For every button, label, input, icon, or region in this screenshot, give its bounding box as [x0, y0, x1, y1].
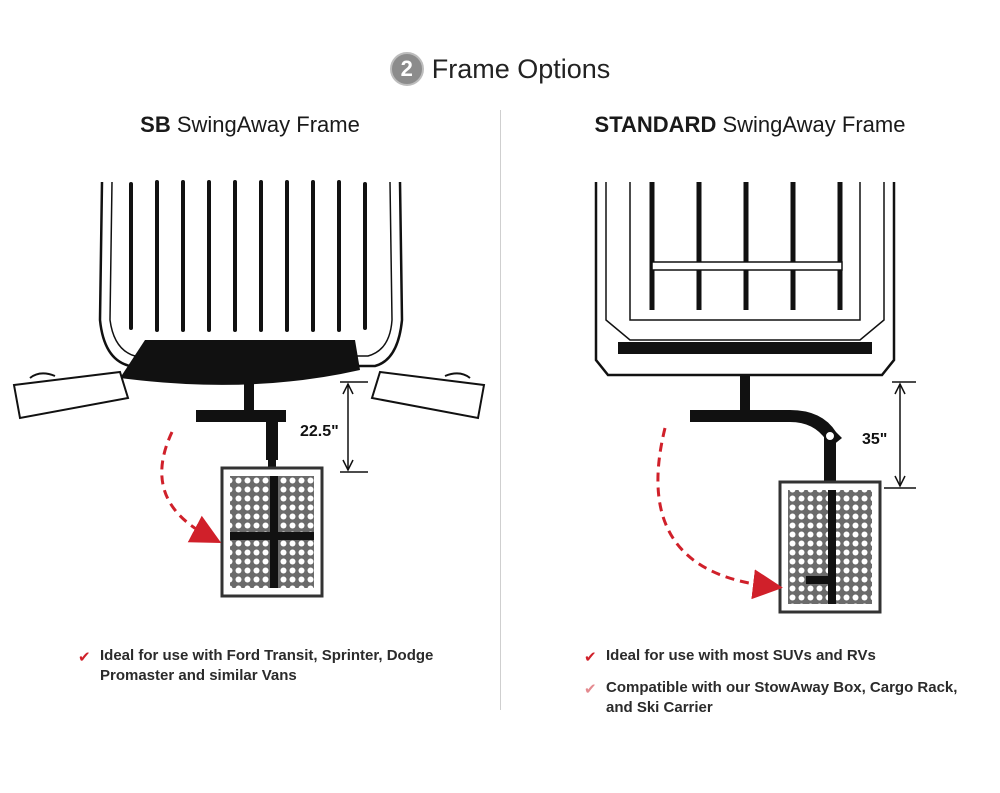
height-dimension-line	[884, 381, 916, 489]
feature-text: Ideal for use with Ford Transit, Sprinte…	[100, 647, 434, 684]
standard-feature-list: ✔ Ideal for use with most SUVs and RVs ✔…	[584, 646, 984, 730]
sb-swingaway-frame	[196, 380, 286, 470]
feature-text: Compatible with our StowAway Box, Cargo …	[606, 679, 958, 716]
step-number-badge: 2	[389, 52, 424, 86]
height-measurement: 22.5"	[300, 423, 339, 440]
sb-frame-title: SB SwingAway Frame	[0, 112, 500, 138]
sb-frame-panel: SB SwingAway Frame	[0, 112, 500, 698]
standard-frame-title-bold: STANDARD	[594, 112, 717, 137]
panel-divider	[500, 110, 501, 710]
check-icon: ✔	[584, 681, 597, 698]
height-dimension-line	[340, 381, 368, 473]
sb-frame-diagram: 22.5"	[12, 180, 486, 598]
feature-text: Ideal for use with most SUVs and RVs	[606, 647, 876, 664]
page-title: Frame Options	[431, 53, 611, 84]
standard-frame-title-rest: SwingAway Frame	[716, 112, 906, 137]
carrier-basket	[778, 480, 882, 614]
standard-frame-title: STANDARD SwingAway Frame	[500, 112, 1000, 138]
swing-arrow	[160, 431, 222, 544]
carrier-basket	[220, 466, 324, 598]
page-header: 2 Frame Options	[0, 52, 1000, 86]
standard-frame-panel: STANDARD SwingAway Frame	[500, 0, 1000, 793]
feature-item: ✔ Compatible with our StowAway Box, Carg…	[584, 678, 984, 718]
sb-feature-list: ✔ Ideal for use with Ford Transit, Sprin…	[78, 646, 478, 698]
height-measurement: 35"	[862, 431, 887, 448]
sb-frame-title-rest: SwingAway Frame	[170, 112, 360, 137]
feature-item: ✔ Ideal for use with Ford Transit, Sprin…	[78, 646, 478, 686]
feature-item: ✔ Ideal for use with most SUVs and RVs	[584, 646, 984, 666]
standard-frame-diagram: 35"	[594, 182, 916, 614]
swing-arrow	[656, 427, 783, 600]
header-inner: 2 Frame Options	[389, 52, 611, 86]
suv-rear-illustration	[594, 182, 896, 377]
check-icon: ✔	[78, 649, 91, 666]
van-rear-illustration	[12, 180, 486, 420]
sb-frame-title-bold: SB	[140, 112, 171, 137]
standard-swingaway-frame	[690, 375, 842, 484]
check-icon: ✔	[584, 649, 597, 666]
